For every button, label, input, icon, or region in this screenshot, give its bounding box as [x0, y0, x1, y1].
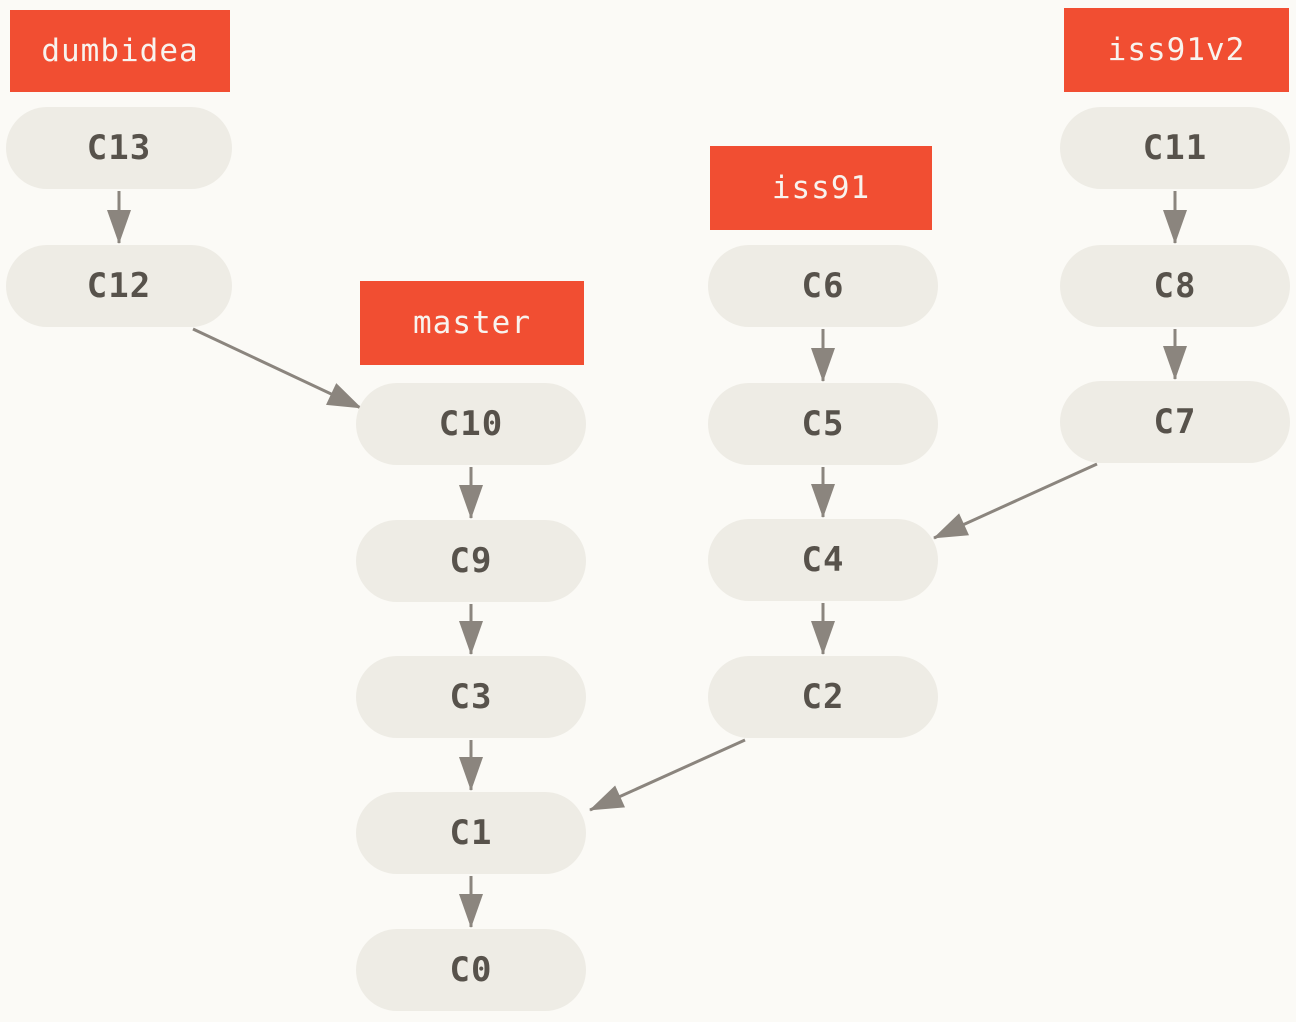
commit-node-c12: C12 — [6, 245, 232, 327]
edge-c7-c4 — [933, 462, 1098, 540]
edge-c12-c10 — [192, 327, 362, 410]
commit-node-c3: C3 — [356, 656, 586, 738]
branch-label-master: master — [360, 281, 584, 365]
commit-node-c5: C5 — [708, 383, 938, 465]
commit-node-c10: C10 — [356, 383, 586, 465]
commit-node-c4: C4 — [708, 519, 938, 601]
commit-node-c13: C13 — [6, 107, 232, 189]
commit-node-c6: C6 — [708, 245, 938, 327]
commit-node-c2: C2 — [708, 656, 938, 738]
commit-node-c1: C1 — [356, 792, 586, 874]
commit-node-c11: C11 — [1060, 107, 1290, 189]
commit-node-c0: C0 — [356, 929, 586, 1011]
branch-label-iss91v2: iss91v2 — [1064, 8, 1289, 92]
edge-c2-c1 — [589, 738, 746, 812]
commit-node-c7: C7 — [1060, 381, 1290, 463]
commit-node-c8: C8 — [1060, 245, 1290, 327]
commit-node-c9: C9 — [356, 520, 586, 602]
branch-label-dumbidea: dumbidea — [10, 10, 230, 92]
branch-label-iss91: iss91 — [710, 146, 932, 230]
